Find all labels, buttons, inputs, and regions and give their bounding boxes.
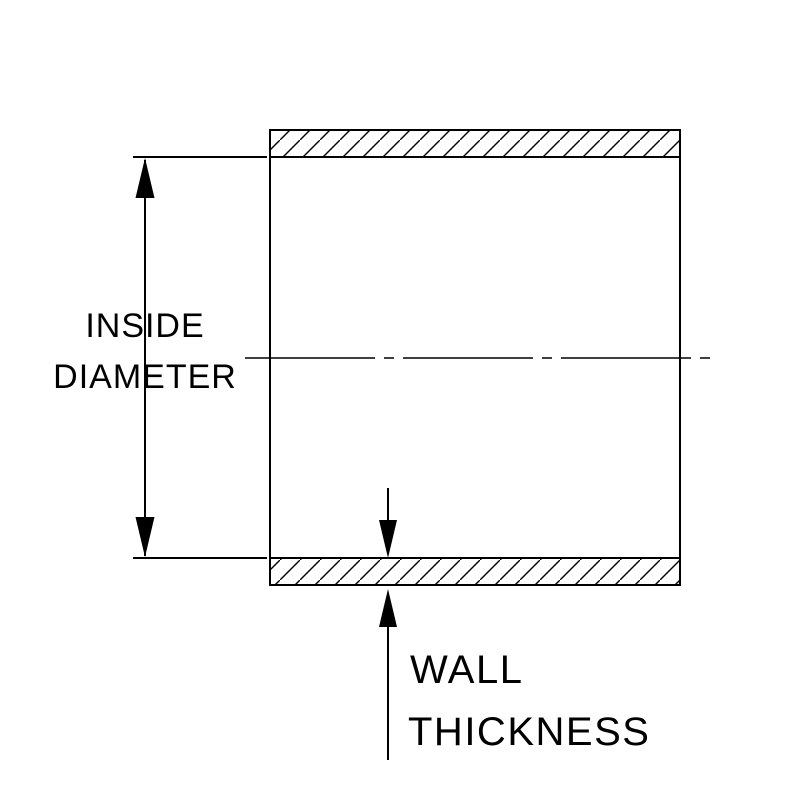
wall-thickness-label-line2: THICKNESS (408, 710, 650, 754)
tube-body (269, 129, 681, 586)
dimension-arrow-up (135, 158, 155, 198)
inside-diameter-dimension: INSIDE DIAMETER (53, 156, 267, 559)
dimension-arrow-down (135, 517, 155, 557)
inside-diameter-label-line1: INSIDE (85, 307, 204, 345)
wall-arrow-up (379, 589, 397, 627)
bottom-wall-hatch (269, 557, 681, 586)
inside-diameter-label-line2: DIAMETER (53, 358, 237, 396)
wall-arrow-down (379, 520, 397, 558)
top-wall-hatch (269, 129, 681, 158)
wall-thickness-label-line1: WALL (410, 648, 523, 692)
wall-thickness-dimension: WALL THICKNESS (379, 488, 650, 760)
